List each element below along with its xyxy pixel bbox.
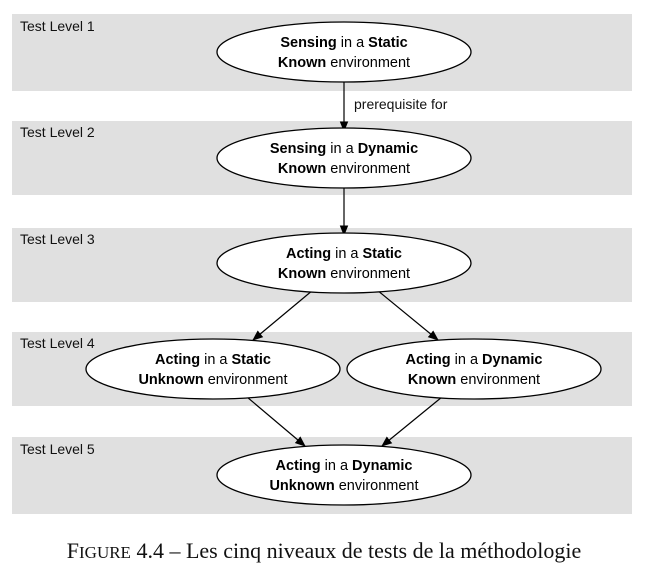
- node-sensing-static-known: Sensing in a Static Known environment: [216, 21, 472, 83]
- level-label-2: Test Level 2: [20, 124, 95, 140]
- caption-first-letter: F: [66, 538, 79, 563]
- node-line-2: Known environment: [278, 161, 410, 177]
- node-line-1: Acting in a Static: [155, 352, 271, 368]
- node-line-1: Acting in a Dynamic: [276, 458, 413, 474]
- node-line-2: Known environment: [278, 55, 410, 71]
- edge-l3-l4b: [376, 289, 439, 341]
- node-line-2: Unknown environment: [138, 372, 287, 388]
- node-ellipse: [216, 127, 472, 189]
- node-ellipse: [346, 338, 602, 400]
- node-acting-static-unknown: Acting in a Static Unknown environment: [85, 338, 341, 400]
- node-line-1: Sensing in a Dynamic: [270, 141, 418, 157]
- node-ellipse: [216, 444, 472, 506]
- edge-label-prerequisite: prerequisite for: [354, 96, 448, 112]
- node-line-1: Sensing in a Static: [280, 35, 407, 51]
- node-ellipse: [216, 21, 472, 83]
- node-line-2: Known environment: [408, 372, 540, 388]
- node-line-2: Unknown environment: [269, 478, 418, 494]
- node-acting-static-known: Acting in a Static Known environment: [216, 232, 472, 294]
- caption-smallcaps: IGURE: [79, 543, 131, 562]
- node-line-1: Acting in a Static: [286, 246, 402, 262]
- node-sensing-dynamic-known: Sensing in a Dynamic Known environment: [216, 127, 472, 189]
- edge-l4a-l5: [246, 396, 306, 447]
- node-acting-dynamic-unknown: Acting in a Dynamic Unknown environment: [216, 444, 472, 506]
- node-line-2: Known environment: [278, 266, 410, 282]
- node-line-1: Acting in a Dynamic: [406, 352, 543, 368]
- level-label-4: Test Level 4: [20, 335, 95, 351]
- node-ellipse: [216, 232, 472, 294]
- node-ellipse: [85, 338, 341, 400]
- level-label-3: Test Level 3: [20, 231, 95, 247]
- caption-rest: 4.4 – Les cinq niveaux de tests de la mé…: [130, 538, 582, 563]
- edge-l4b-l5: [381, 396, 443, 447]
- level-label-5: Test Level 5: [20, 441, 95, 457]
- figure-caption: FIGURE 4.4 – Les cinq niveaux de tests d…: [0, 538, 648, 564]
- edge-l3-l4a: [252, 289, 314, 341]
- node-acting-dynamic-known: Acting in a Dynamic Known environment: [346, 338, 602, 400]
- level-label-1: Test Level 1: [20, 18, 95, 34]
